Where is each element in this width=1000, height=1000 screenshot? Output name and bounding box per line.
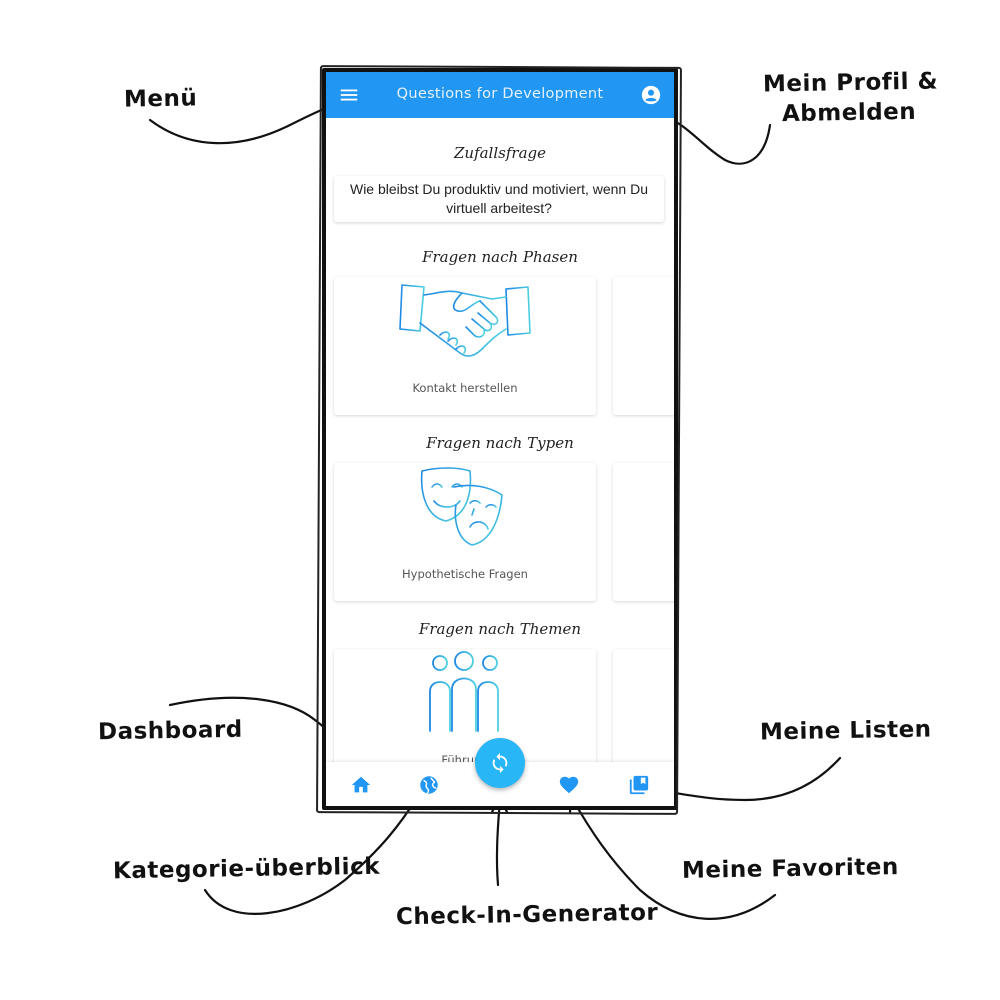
theater-masks-icon — [420, 467, 503, 546]
library-icon — [629, 775, 649, 795]
handshake-icon — [399, 284, 531, 357]
app-bar: Questions for Development — [326, 72, 674, 118]
hamburger-icon — [340, 89, 358, 101]
globe-icon — [420, 776, 438, 794]
app-screen: Questions for Development Zufallsfrage W… — [326, 72, 674, 806]
arrow-checkin — [495, 798, 502, 887]
section-heading-phases: Fragen nach Phasen — [422, 248, 578, 266]
home-icon — [351, 776, 371, 793]
people-group-icon — [429, 651, 499, 732]
random-question-card[interactable]: Wie bleibst Du produktiv und motiviert, … — [334, 176, 664, 222]
profile-button[interactable] — [640, 84, 662, 106]
nav-category-overview[interactable] — [418, 774, 440, 796]
category-card-peek[interactable] — [613, 277, 674, 415]
arrow-profile — [654, 110, 772, 165]
refresh-icon — [492, 752, 508, 774]
app-title: Questions for Development — [396, 86, 604, 102]
category-card-phases[interactable]: Kontakt herstellen — [334, 277, 596, 415]
arrow-lists — [654, 756, 842, 802]
arrow-category — [203, 794, 420, 915]
account-circle-icon — [641, 85, 661, 105]
annotation-profile-line2: Abmelden — [781, 98, 917, 128]
checkin-generator-button[interactable] — [475, 738, 525, 788]
annotation-my-lists: Meine Listen — [759, 716, 932, 746]
arrow-favorites — [570, 796, 777, 920]
category-card-label: Hypothetische Fragen — [402, 567, 528, 581]
nav-my-lists[interactable] — [628, 774, 650, 796]
random-question-text: Wie bleibst Du produktiv und motiviert, … — [349, 181, 649, 216]
category-card-label: Kontakt herstellen — [412, 381, 518, 395]
annotation-my-favorites: Meine Favoriten — [681, 854, 899, 884]
annotation-category-overview: Kategorie-überblick — [112, 853, 381, 885]
annotation-checkin-generator: Check-In-Generator — [395, 899, 659, 931]
menu-button[interactable] — [338, 84, 360, 106]
annotation-menu: Menü — [123, 85, 198, 113]
annotation-dashboard: Dashboard — [97, 716, 243, 746]
nav-favorites[interactable] — [558, 774, 580, 796]
heart-icon — [559, 776, 579, 794]
category-card-types[interactable]: Hypothetische Fragen — [334, 463, 596, 601]
annotation-profile-line1: Mein Profil & — [762, 68, 939, 98]
category-card-peek[interactable] — [613, 463, 674, 601]
nav-dashboard[interactable] — [350, 774, 372, 796]
random-question-heading: Zufallsfrage — [453, 144, 546, 162]
section-heading-topics: Fragen nach Themen — [418, 620, 582, 638]
section-heading-types: Fragen nach Typen — [426, 434, 574, 452]
